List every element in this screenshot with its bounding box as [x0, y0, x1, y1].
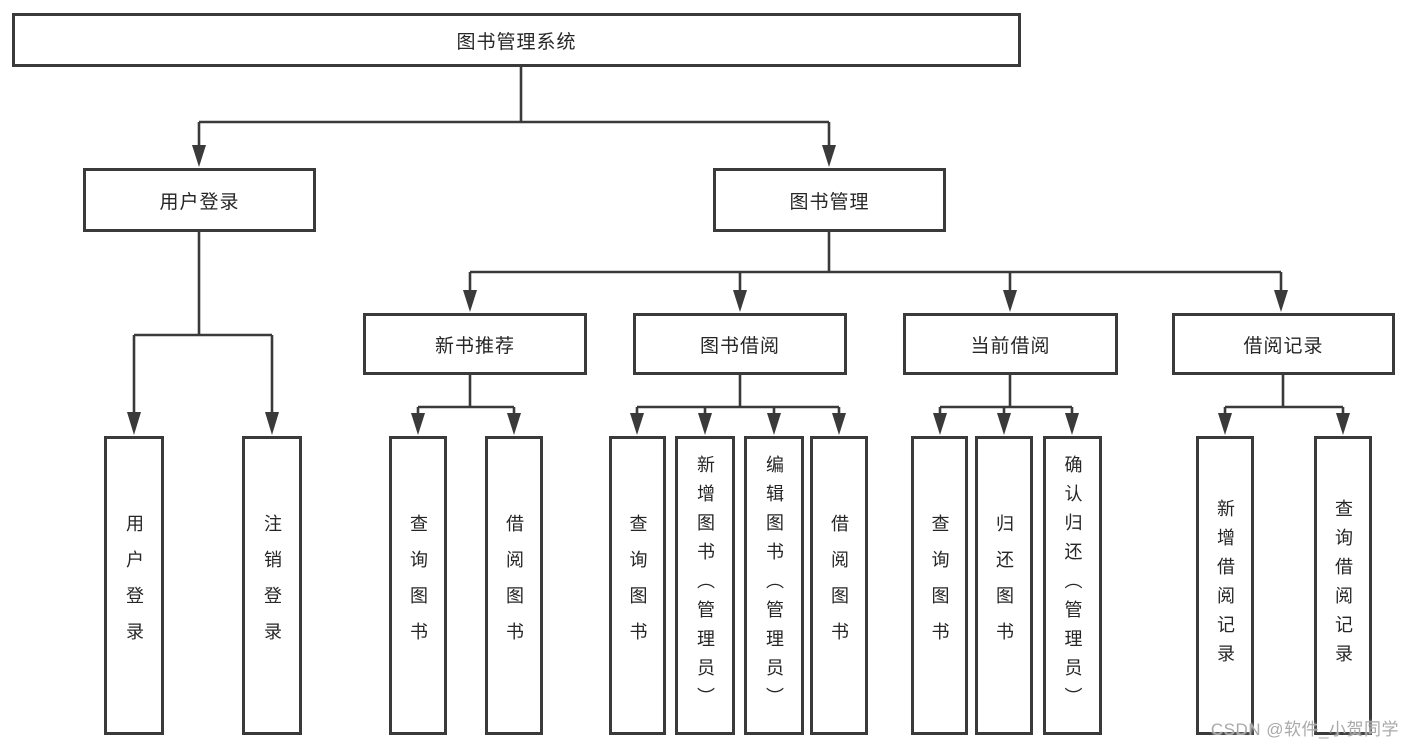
node-label: 图书管理	[789, 191, 870, 213]
node-label: 新书推荐	[434, 335, 515, 357]
node-label: 注销登录	[262, 513, 282, 658]
node-label: 用户登录	[124, 513, 144, 658]
leaf-return-book: 归还图书	[975, 436, 1033, 735]
leaf-query-book-recommend: 查询图书	[389, 436, 447, 735]
node-label: 查询图书	[627, 513, 648, 658]
node-label: 新增借阅记录	[1215, 498, 1235, 673]
node-label: 借阅图书	[829, 513, 849, 658]
node-label: 当前借阅	[970, 335, 1051, 357]
leaf-query-book-current: 查询图书	[911, 436, 968, 735]
node-label: 新增图书（管理员）	[695, 455, 715, 716]
node-library-management-system: 图书管理系统	[12, 13, 1021, 67]
node-new-book-recommend: 新书推荐	[363, 313, 587, 375]
leaf-add-book-admin: 新增图书（管理员）	[675, 436, 735, 735]
node-label: 用户登录	[159, 191, 240, 213]
node-book-management: 图书管理	[713, 168, 946, 232]
node-book-borrow: 图书借阅	[633, 313, 847, 375]
node-label: 查询图书	[408, 513, 428, 658]
leaf-query-borrow-record: 查询借阅记录	[1314, 436, 1372, 735]
leaf-confirm-return-admin: 确认归还（管理员）	[1043, 436, 1102, 735]
node-label: 借阅图书	[504, 513, 524, 658]
node-current-borrow: 当前借阅	[903, 313, 1118, 375]
node-label: 查询借阅记录	[1333, 498, 1353, 673]
node-label: 借阅记录	[1243, 335, 1324, 357]
node-label: 查询图书	[929, 513, 950, 658]
leaf-user-login: 用户登录	[104, 436, 164, 735]
leaf-borrow-book: 借阅图书	[810, 436, 868, 735]
node-label: 图书管理系统	[456, 31, 577, 53]
node-label: 编辑图书（管理员）	[764, 455, 784, 716]
node-user-login: 用户登录	[83, 168, 316, 232]
node-borrow-records: 借阅记录	[1172, 313, 1395, 375]
node-label: 归还图书	[994, 513, 1014, 658]
node-label: 图书借阅	[699, 335, 780, 357]
leaf-query-book-borrow: 查询图书	[609, 436, 666, 735]
node-label: 确认归还（管理员）	[1062, 455, 1083, 716]
leaf-add-borrow-record: 新增借阅记录	[1196, 436, 1254, 735]
leaf-borrow-book-recommend: 借阅图书	[485, 436, 543, 735]
leaf-edit-book-admin: 编辑图书（管理员）	[744, 436, 804, 735]
leaf-logout-login: 注销登录	[242, 436, 302, 735]
